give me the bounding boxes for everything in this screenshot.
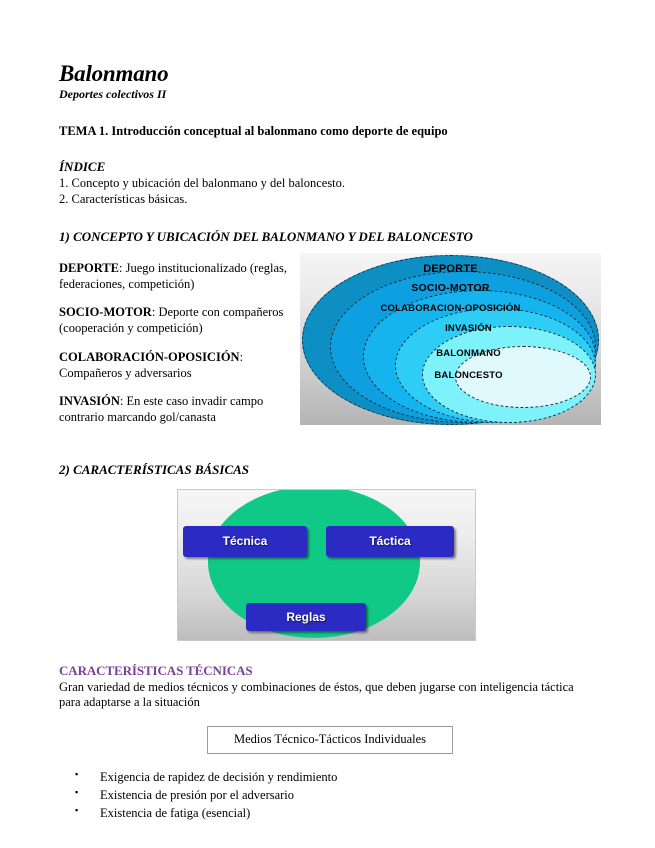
section-2-heading: 2) CARACTERÍSTICAS BÁSICAS xyxy=(59,461,250,477)
ellipse-label-baloncesto: BALONCESTO xyxy=(434,369,503,381)
tema-heading: TEMA 1. Introducción conceptual al balon… xyxy=(59,124,448,139)
definition-term: COLABORACIÓN-OPOSICIÓN xyxy=(59,349,240,364)
indice-item: 2. Características básicas. xyxy=(59,192,188,207)
list-item: Exigencia de rapidez de decisión y rendi… xyxy=(59,768,599,787)
section-1-heading: 1) CONCEPTO Y UBICACIÓN DEL BALONMANO Y … xyxy=(59,229,473,245)
ellipse-core xyxy=(455,345,591,408)
definition-text: : Compañeros y adversarios xyxy=(59,349,244,380)
document-content: Balonmano Deportes colectivos II TEMA 1.… xyxy=(59,61,601,823)
indice-heading: ÍNDICE xyxy=(59,159,106,175)
definition-colaboracion-oposicion: COLABORACIÓN-OPOSICIÓN: Compañeros y adv… xyxy=(59,350,302,382)
list-item: Existencia de presión por el adversario xyxy=(59,786,599,805)
definitions-list: DEPORTE: Juego institucionalizado (regla… xyxy=(59,261,302,426)
ellipse-label-balonmano: BALONMANO xyxy=(436,347,501,359)
ellipse-label-socio-motor: SOCIO-MOTOR xyxy=(411,281,490,294)
diagram-box-tecnica: Técnica xyxy=(183,525,307,557)
definition-invasion: INVASIÓN: En este caso invadir campo con… xyxy=(59,394,302,426)
section-3-body: Gran variedad de medios técnicos y combi… xyxy=(59,679,574,710)
ellipse-label-deporte: DEPORTE xyxy=(423,262,478,275)
ellipse-label-colaboracion-oposicion: COLABORACION-OPOSICIÓN xyxy=(380,302,521,314)
definition-term: DEPORTE xyxy=(59,260,119,275)
diagram-box-reglas: Reglas xyxy=(246,602,366,631)
green-oval-diagram: Técnica Táctica Reglas xyxy=(177,488,476,641)
definition-deporte: DEPORTE: Juego institucionalizado (regla… xyxy=(59,261,302,293)
page-title: Balonmano xyxy=(59,61,169,86)
medios-tecnico-tacticos-box: Medios Técnico-Tácticos Individuales xyxy=(207,726,453,755)
nested-ellipses-diagram: DEPORTE SOCIO-MOTOR COLABORACION-OPOSICI… xyxy=(300,252,601,425)
section-1-body: DEPORTE: Juego institucionalizado (regla… xyxy=(59,252,601,441)
indice-item: 1. Concepto y ubicación del balonmano y … xyxy=(59,176,346,191)
page-subtitle: Deportes colectivos II xyxy=(59,87,167,102)
definition-text: : Juego institucionalizado (reglas, fede… xyxy=(59,260,288,291)
bullet-list: Exigencia de rapidez de decisión y rendi… xyxy=(59,768,599,823)
definition-text: : Deporte con compañeros (cooperación y … xyxy=(59,305,284,336)
section-3-heading: CARACTERÍSTICAS TÉCNICAS xyxy=(59,662,253,678)
definition-term: INVASIÓN xyxy=(59,394,120,409)
definition-text: : En este caso invadir campo contrario m… xyxy=(59,394,264,425)
ellipse-label-invasion: INVASIÓN xyxy=(445,322,492,334)
definition-socio-motor: SOCIO-MOTOR: Deporte con compañeros (coo… xyxy=(59,305,302,337)
definition-term: SOCIO-MOTOR xyxy=(59,305,152,320)
diagram-box-tactica: Táctica xyxy=(326,525,454,557)
list-item: Existencia de fatiga (esencial) xyxy=(59,804,599,823)
